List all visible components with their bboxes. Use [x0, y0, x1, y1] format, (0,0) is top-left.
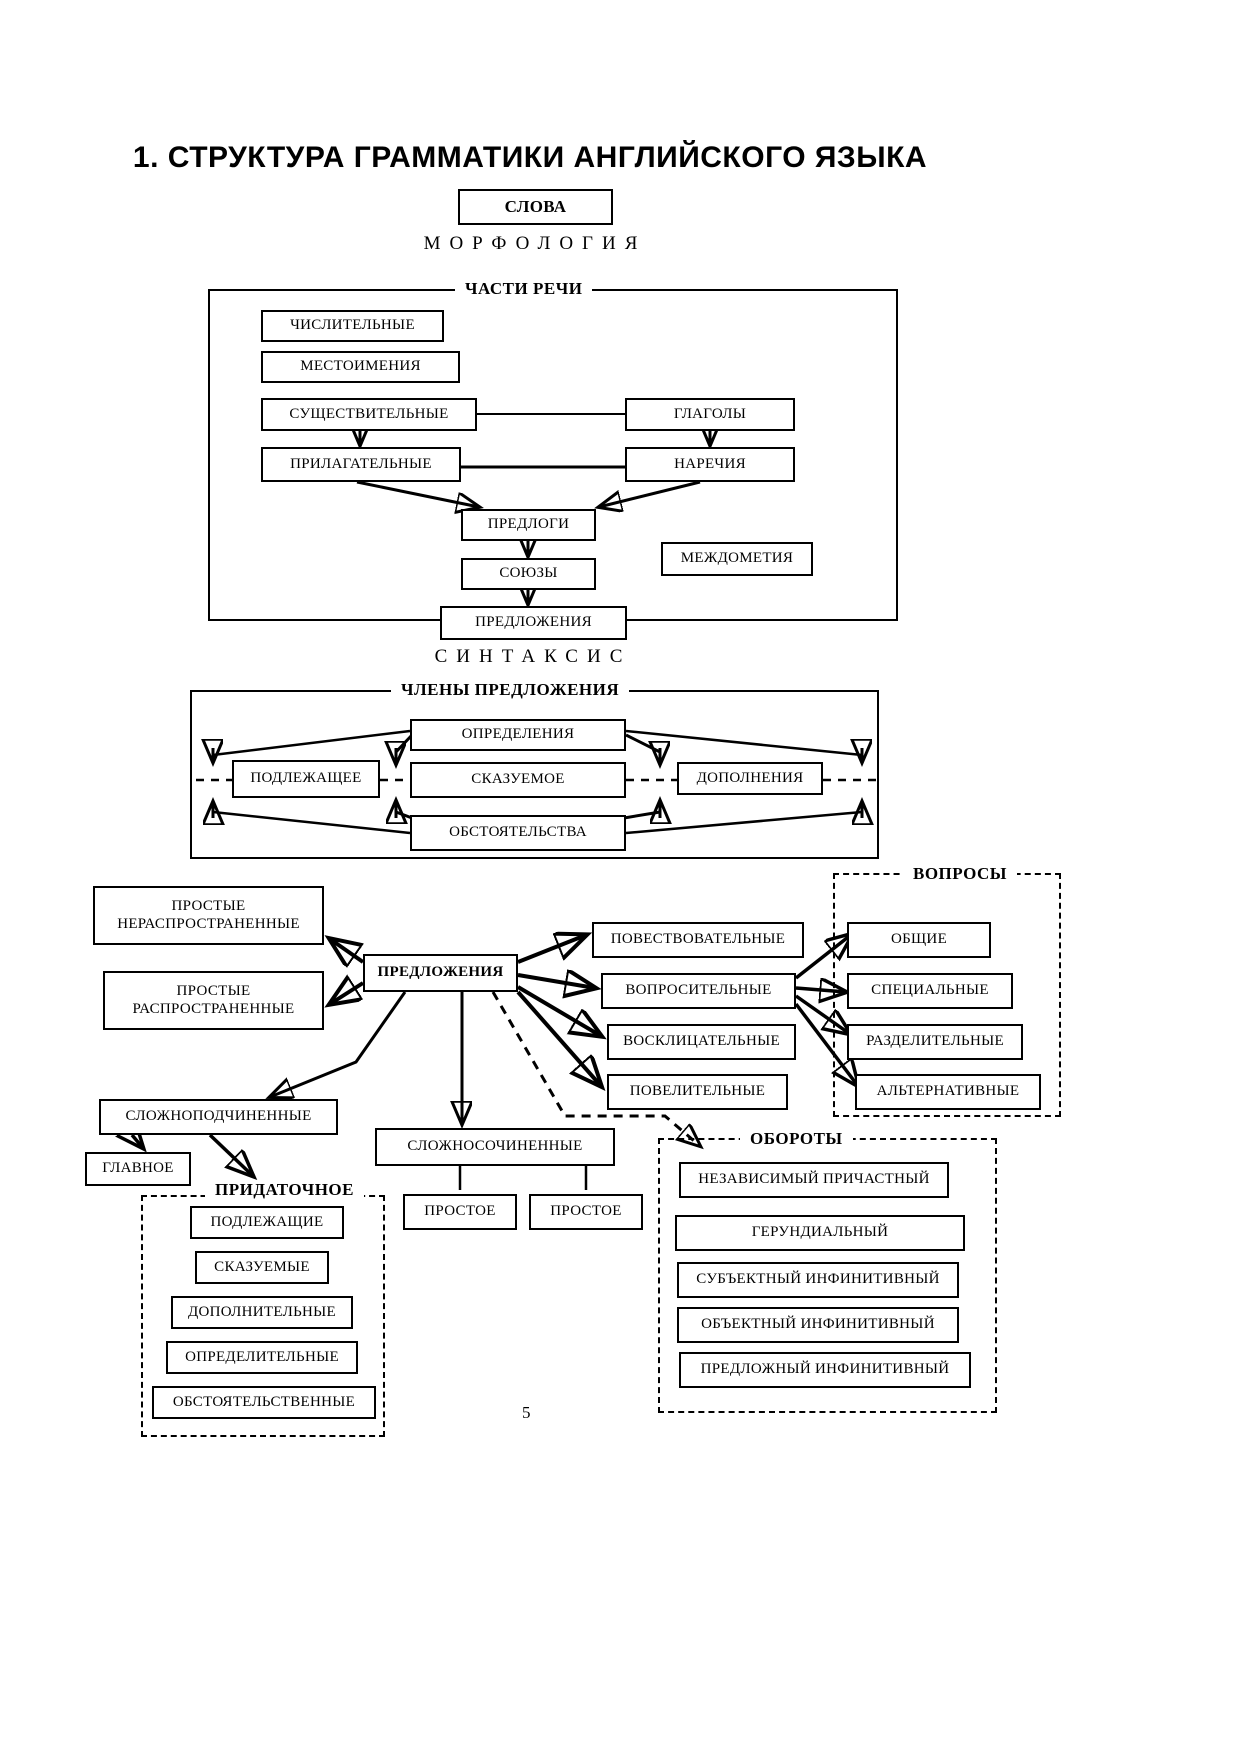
- node-subordinate-object-label: ДОПОЛНИТЕЛЬНЫЕ: [187, 1303, 336, 1320]
- node-subordinate-subject-label: ПОДЛЕЖАЩИЕ: [210, 1213, 324, 1230]
- node-adverbs: НАРЕЧИЯ: [625, 447, 795, 482]
- node-simple-unextended: ПРОСТЫЕ НЕРАСПРОСТРАНЕННЫЕ: [93, 886, 324, 945]
- node-construction-prepositional-infinitive: ПРЕДЛОЖНЫЙ ИНФИНИТИВНЫЙ: [679, 1352, 971, 1388]
- node-numerals: ЧИСЛИТЕЛЬНЫЕ: [261, 310, 444, 342]
- node-interjections-label: МЕЖДОМЕТИЯ: [680, 550, 794, 567]
- node-subordinate-attributive-label: ОПРЕДЕЛИТЕЛЬНЫЕ: [185, 1348, 339, 1365]
- node-construction-gerundial-label: ГЕРУНДИАЛЬНЫЙ: [751, 1224, 889, 1241]
- node-main-clause: ГЛАВНОЕ: [85, 1152, 191, 1186]
- node-construction-objective-infinitive-label: ОБЪЕКТНЫЙ ИНФИНИТИВНЫЙ: [701, 1316, 935, 1333]
- node-interrogative-label: ВОПРОСИТЕЛЬНЫЕ: [625, 982, 772, 999]
- node-adjectives-label: ПРИЛАГАТЕЛЬНЫЕ: [290, 455, 432, 472]
- node-construction-subjective-infinitive: СУБЪЕКТНЫЙ ИНФИНИТИВНЫЙ: [677, 1262, 959, 1298]
- node-conjunctions: СОЮЗЫ: [461, 558, 596, 590]
- node-question-alternative-label: АЛЬТЕРНАТИВНЫЕ: [876, 1083, 1020, 1100]
- page-title: 1. СТРУКТУРА ГРАММАТИКИ АНГЛИЙСКОГО ЯЗЫК…: [132, 141, 928, 174]
- node-exclamatory-label: ВОСКЛИЦАТЕЛЬНЫЕ: [623, 1033, 780, 1050]
- node-compound-part-1: ПРОСТОЕ: [403, 1194, 517, 1230]
- node-question-alternative: АЛЬТЕРНАТИВНЫЕ: [855, 1074, 1041, 1110]
- node-sentences-morphology-label: ПРЕДЛОЖЕНИЯ: [475, 614, 592, 631]
- node-subordinate-object: ДОПОЛНИТЕЛЬНЫЕ: [171, 1296, 353, 1329]
- node-predicate-label: СКАЗУЕМОЕ: [471, 771, 565, 788]
- node-question-general: ОБЩИЕ: [847, 922, 991, 958]
- node-prepositions-label: ПРЕДЛОГИ: [487, 516, 570, 533]
- sentence-parts-frame-label: ЧЛЕНЫ ПРЕДЛОЖЕНИЯ: [391, 680, 630, 700]
- node-sentences-morphology: ПРЕДЛОЖЕНИЯ: [440, 606, 627, 640]
- page-number: 5: [522, 1403, 531, 1422]
- node-attributes-label: ОПРЕДЕЛЕНИЯ: [461, 726, 575, 743]
- node-question-disjunctive: РАЗДЕЛИТЕЛЬНЫЕ: [847, 1024, 1023, 1060]
- node-numerals-label: ЧИСЛИТЕЛЬНЫЕ: [290, 317, 415, 334]
- node-simple-unextended-line2: НЕРАСПРОСТРАНЕННЫЕ: [117, 915, 300, 932]
- node-prepositions: ПРЕДЛОГИ: [461, 509, 596, 541]
- node-verbs-label: ГЛАГОЛЫ: [673, 405, 747, 422]
- node-attributes: ОПРЕДЕЛЕНИЯ: [410, 719, 626, 751]
- node-conjunctions-label: СОЮЗЫ: [499, 565, 558, 582]
- node-simple-unextended-line1: ПРОСТЫЕ: [171, 898, 246, 915]
- node-adverbs-label: НАРЕЧИЯ: [674, 455, 746, 472]
- node-question-special-label: СПЕЦИАЛЬНЫЕ: [871, 982, 989, 999]
- node-subordinate-predicative: СКАЗУЕМЫЕ: [195, 1251, 329, 1284]
- subordinate-frame-label: ПРИДАТОЧНОЕ: [205, 1180, 364, 1200]
- node-compound-part-1-label: ПРОСТОЕ: [424, 1203, 496, 1220]
- node-construction-absolute-participle: НЕЗАВИСИМЫЙ ПРИЧАСТНЫЙ: [679, 1162, 949, 1198]
- node-declarative: ПОВЕСТВОВАТЕЛЬНЫЕ: [592, 922, 804, 958]
- heading-morphology: МОРФОЛОГИЯ: [423, 233, 647, 254]
- node-construction-subjective-infinitive-label: СУБЪЕКТНЫЙ ИНФИНИТИВНЫЙ: [696, 1271, 940, 1288]
- node-simple-extended: ПРОСТЫЕ РАСПРОСТРАНЕННЫЕ: [103, 971, 324, 1030]
- node-subordinate-adverbial: ОБСТОЯТЕЛЬСТВЕННЫЕ: [152, 1386, 376, 1419]
- node-simple-extended-line1: ПРОСТЫЕ: [176, 983, 251, 1000]
- node-compound: СЛОЖНОСОЧИНЕННЫЕ: [375, 1128, 615, 1166]
- node-imperative: ПОВЕЛИТЕЛЬНЫЕ: [607, 1074, 788, 1110]
- node-objects-label: ДОПОЛНЕНИЯ: [696, 769, 804, 786]
- node-subordinate-attributive: ОПРЕДЕЛИТЕЛЬНЫЕ: [166, 1341, 358, 1374]
- node-construction-gerundial: ГЕРУНДИАЛЬНЫЙ: [675, 1215, 965, 1251]
- node-subordinate-subject: ПОДЛЕЖАЩИЕ: [190, 1206, 344, 1239]
- constructions-frame-label: ОБОРОТЫ: [740, 1129, 853, 1149]
- node-simple-extended-line2: РАСПРОСТРАНЕННЫЕ: [132, 1000, 295, 1017]
- node-construction-prepositional-infinitive-label: ПРЕДЛОЖНЫЙ ИНФИНИТИВНЫЙ: [700, 1361, 950, 1378]
- node-complex: СЛОЖНОПОДЧИНЕННЫЕ: [99, 1099, 338, 1135]
- node-words: СЛОВА: [458, 189, 613, 225]
- questions-frame-label: ВОПРОСЫ: [903, 864, 1017, 884]
- node-subordinate-adverbial-label: ОБСТОЯТЕЛЬСТВЕННЫЕ: [172, 1393, 356, 1410]
- node-construction-objective-infinitive: ОБЪЕКТНЫЙ ИНФИНИТИВНЫЙ: [677, 1307, 959, 1343]
- node-question-disjunctive-label: РАЗДЕЛИТЕЛЬНЫЕ: [866, 1033, 1004, 1050]
- node-nouns-label: СУЩЕСТВИТЕЛЬНЫЕ: [289, 405, 449, 422]
- node-compound-part-2-label: ПРОСТОЕ: [550, 1203, 622, 1220]
- node-question-general-label: ОБЩИЕ: [890, 931, 948, 948]
- parts-of-speech-frame-label: ЧАСТИ РЕЧИ: [455, 279, 593, 299]
- node-exclamatory: ВОСКЛИЦАТЕЛЬНЫЕ: [607, 1024, 796, 1060]
- node-compound-part-2: ПРОСТОЕ: [529, 1194, 643, 1230]
- node-verbs: ГЛАГОЛЫ: [625, 398, 795, 431]
- node-sentences-center: ПРЕДЛОЖЕНИЯ: [363, 954, 518, 992]
- node-subject: ПОДЛЕЖАЩЕЕ: [232, 760, 380, 798]
- node-interjections: МЕЖДОМЕТИЯ: [661, 542, 813, 576]
- heading-syntax: СИНТАКСИС: [434, 646, 632, 667]
- node-imperative-label: ПОВЕЛИТЕЛЬНЫЕ: [629, 1083, 766, 1100]
- node-words-label: СЛОВА: [504, 197, 567, 217]
- node-subordinate-predicative-label: СКАЗУЕМЫЕ: [214, 1258, 310, 1275]
- node-adjectives: ПРИЛАГАТЕЛЬНЫЕ: [261, 447, 461, 482]
- node-sentences-center-label: ПРЕДЛОЖЕНИЯ: [377, 964, 504, 981]
- node-adverbials: ОБСТОЯТЕЛЬСТВА: [410, 815, 626, 851]
- node-question-special: СПЕЦИАЛЬНЫЕ: [847, 973, 1013, 1009]
- node-construction-absolute-participle-label: НЕЗАВИСИМЫЙ ПРИЧАСТНЫЙ: [698, 1171, 930, 1188]
- node-pronouns: МЕСТОИМЕНИЯ: [261, 351, 460, 383]
- node-compound-label: СЛОЖНОСОЧИНЕННЫЕ: [407, 1138, 583, 1155]
- node-main-clause-label: ГЛАВНОЕ: [102, 1160, 174, 1177]
- node-objects: ДОПОЛНЕНИЯ: [677, 762, 823, 795]
- node-pronouns-label: МЕСТОИМЕНИЯ: [300, 358, 421, 375]
- node-interrogative: ВОПРОСИТЕЛЬНЫЕ: [601, 973, 796, 1009]
- node-declarative-label: ПОВЕСТВОВАТЕЛЬНЫЕ: [610, 931, 786, 948]
- node-predicate: СКАЗУЕМОЕ: [410, 762, 626, 798]
- node-subject-label: ПОДЛЕЖАЩЕЕ: [250, 770, 362, 787]
- node-adverbials-label: ОБСТОЯТЕЛЬСТВА: [449, 824, 587, 841]
- node-complex-label: СЛОЖНОПОДЧИНЕННЫЕ: [125, 1108, 312, 1125]
- node-nouns: СУЩЕСТВИТЕЛЬНЫЕ: [261, 398, 477, 431]
